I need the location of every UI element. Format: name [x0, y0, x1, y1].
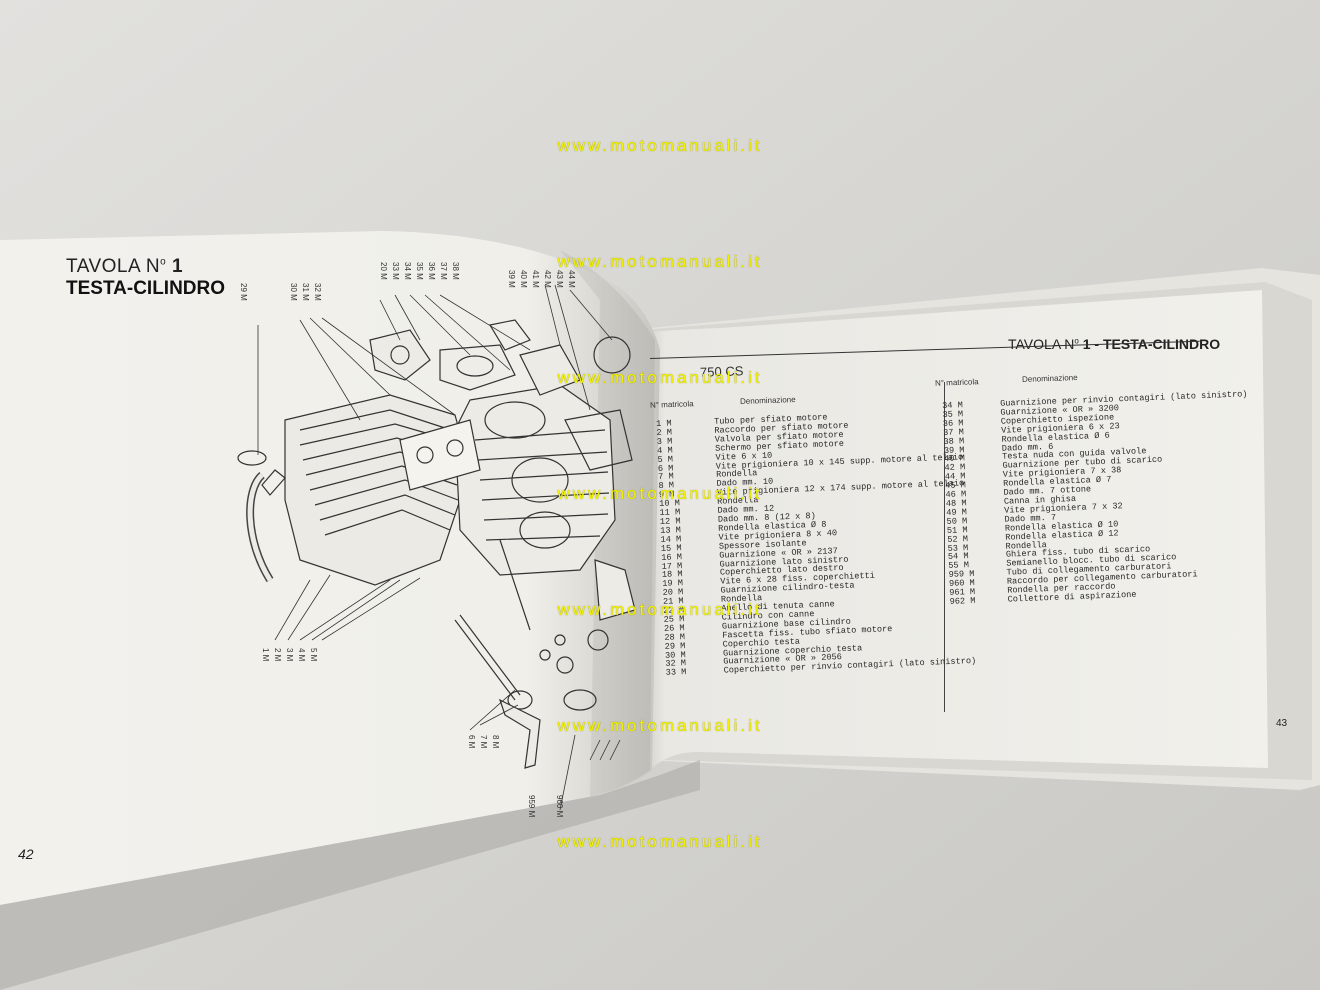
left-title-number: 1 [171, 256, 184, 277]
right-page-title: TAVOLA No 1 - TESTA-CILINDRO [1008, 336, 1220, 352]
left-page-number: 42 [18, 846, 34, 862]
callout-label: 41 M [531, 270, 540, 288]
left-title-sup: o [160, 256, 167, 268]
callout-label: 42 M [543, 270, 552, 288]
callout-label: 6 M [467, 735, 476, 749]
right-title-suffix: - TESTA-CILINDRO [1090, 336, 1221, 352]
callout-label: 43 M [555, 270, 564, 288]
callout-label: 1 M [261, 648, 270, 662]
watermark-text: www.motomanuali.it [557, 368, 763, 387]
left-page-subtitle: TESTA-CILINDRO [66, 278, 226, 299]
callout-label: 30 M [289, 283, 298, 301]
callout-label: 32 M [313, 283, 322, 301]
callout-label: 5 M [309, 648, 318, 662]
column-divider [944, 382, 945, 712]
right-title-sup: o [1074, 336, 1079, 346]
watermark-text: www.motomanuali.it [557, 716, 763, 735]
left-page-title: TAVOLA No 1 [66, 256, 183, 278]
watermark-text: www.motomanuali.it [557, 252, 763, 271]
right-title-prefix: TAVOLA N [1008, 336, 1075, 352]
callout-label: 959 M [527, 795, 536, 818]
engine-diagram [237, 284, 636, 811]
callout-label: 3 M [285, 648, 294, 662]
right-page-number: 43 [1276, 718, 1288, 729]
watermark-text: www.motomanuali.it [557, 484, 763, 503]
callout-label: 7 M [479, 735, 488, 749]
callout-label: 31 M [301, 283, 310, 301]
callout-label: 40 M [519, 270, 528, 288]
watermark-text: www.motomanuali.it [557, 136, 763, 155]
callout-label: 29 M [239, 283, 248, 301]
watermark-text: www.motomanuali.it [557, 600, 763, 619]
col-head-name-left: Denominazione [739, 395, 796, 406]
callout-label: 8 M [491, 735, 500, 749]
callout-label: 4 M [297, 648, 306, 662]
callout-label: 2 M [273, 648, 282, 662]
callout-label: 39 M [507, 270, 516, 288]
left-title-prefix: TAVOLA N [66, 256, 161, 277]
col-head-num-left: N° matricola [649, 399, 694, 410]
watermark-text: www.motomanuali.it [557, 832, 763, 851]
callout-label: 960 M [555, 795, 564, 818]
callout-label: 44 M [567, 270, 576, 288]
